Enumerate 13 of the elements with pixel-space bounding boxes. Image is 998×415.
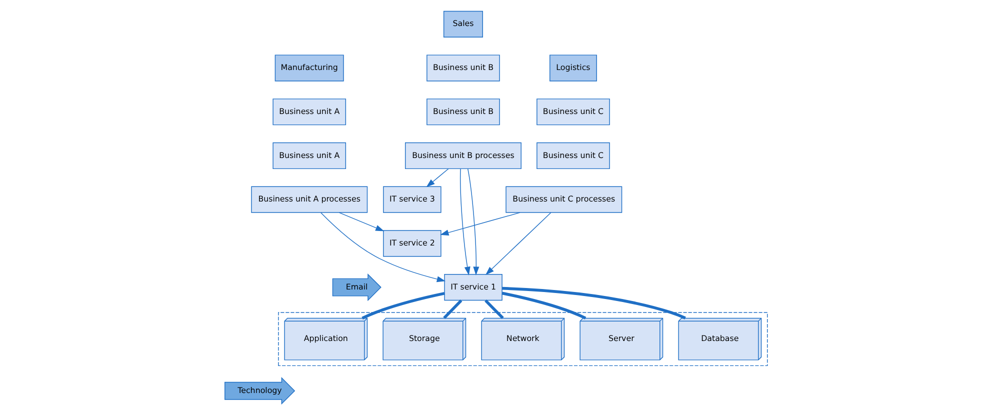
arrow xyxy=(460,168,470,276)
connector xyxy=(502,286,686,320)
arrow xyxy=(467,168,480,276)
arrow xyxy=(440,212,520,236)
connector xyxy=(362,292,445,320)
arrow xyxy=(338,212,384,232)
cluster xyxy=(278,312,768,366)
connector xyxy=(484,299,504,320)
arrow xyxy=(426,168,449,188)
connector xyxy=(443,299,462,320)
arrow xyxy=(320,212,446,282)
connector xyxy=(502,292,586,320)
arrow xyxy=(485,212,552,275)
